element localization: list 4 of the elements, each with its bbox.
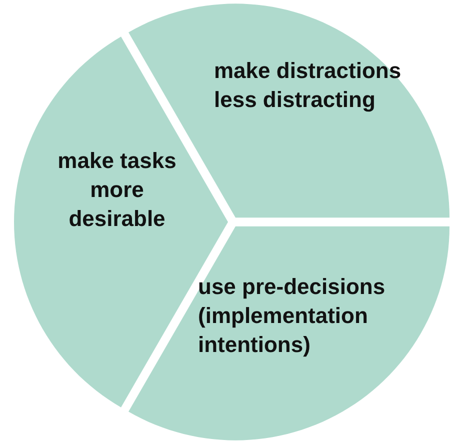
segment-label: use pre-decisions (implementation intentions) bbox=[198, 273, 386, 359]
pie-segment bbox=[128, 226, 450, 441]
segment-label: make tasks more desirable bbox=[56, 147, 178, 233]
segment-label: make distractions less distracting bbox=[214, 57, 402, 114]
